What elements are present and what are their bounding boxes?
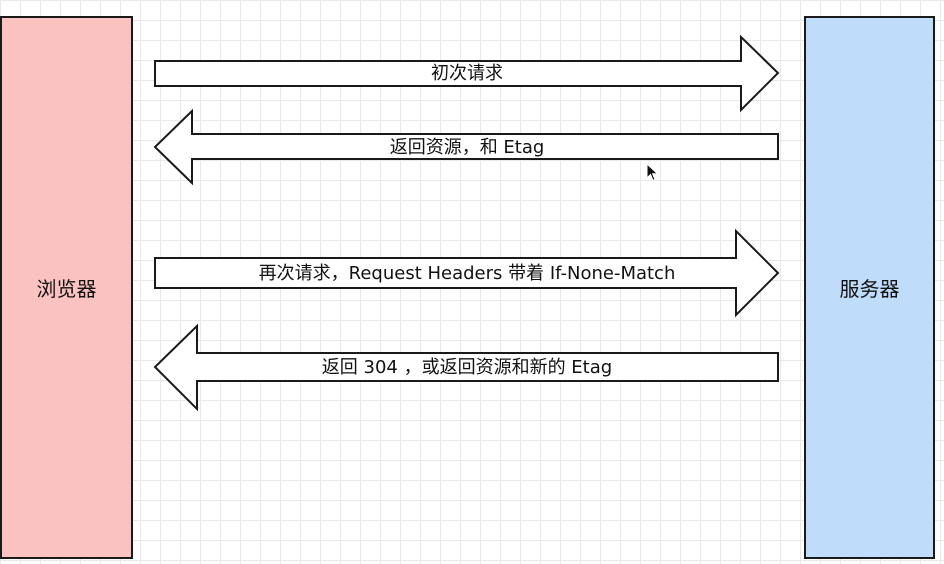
arrow-label-second-request: 再次请求，Request Headers 带着 If-None-Match	[258, 263, 676, 284]
browser-label: 浏览器	[36, 277, 97, 301]
server-node: 服务器	[804, 16, 935, 559]
browser-node: 浏览器	[0, 16, 133, 559]
server-label: 服务器	[839, 277, 900, 301]
arrow-label-initial-request: 初次请求	[431, 63, 503, 84]
arrow-label-return-resource: 返回资源，和 Etag	[389, 137, 545, 158]
arrow-label-return-304: 返回 304 ，或返回资源和新的 Etag	[321, 357, 613, 378]
mouse-cursor-icon	[646, 163, 659, 182]
